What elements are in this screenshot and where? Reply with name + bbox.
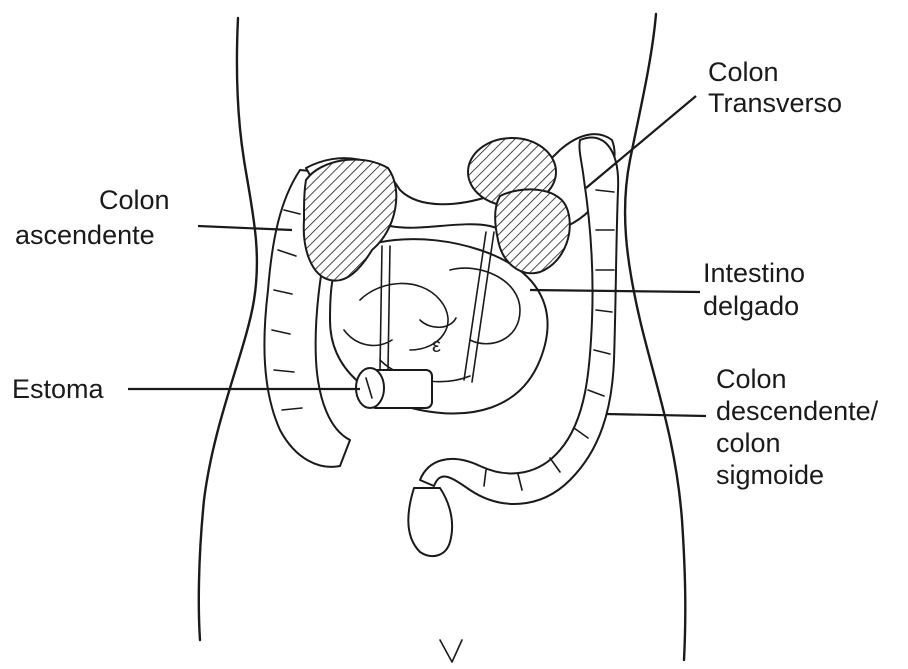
- label-colon-ascendente-line2: ascendente: [15, 220, 155, 250]
- label-colon-descendente-line3: colon: [716, 428, 781, 458]
- label-intestino-delgado-line2: delgado: [703, 291, 799, 321]
- leader-intestino-delgado: [530, 290, 700, 292]
- label-colon-transverso-line1: Colon: [708, 57, 779, 87]
- label-intestino-delgado-line1: Intestino: [703, 258, 805, 288]
- label-colon-transverso-line2: Transverso: [708, 88, 842, 118]
- label-colon-descendente-line2: descendente/: [716, 396, 879, 426]
- label-colon-ascendente-line1: Colon: [99, 185, 170, 215]
- label-colon-descendente-line1: Colon: [716, 364, 787, 394]
- label-estoma: Estoma: [12, 374, 105, 404]
- leader-colon-descendente: [606, 414, 706, 416]
- label-colon-descendente-line4: sigmoide: [716, 460, 824, 490]
- loop-mark: ε: [432, 335, 441, 357]
